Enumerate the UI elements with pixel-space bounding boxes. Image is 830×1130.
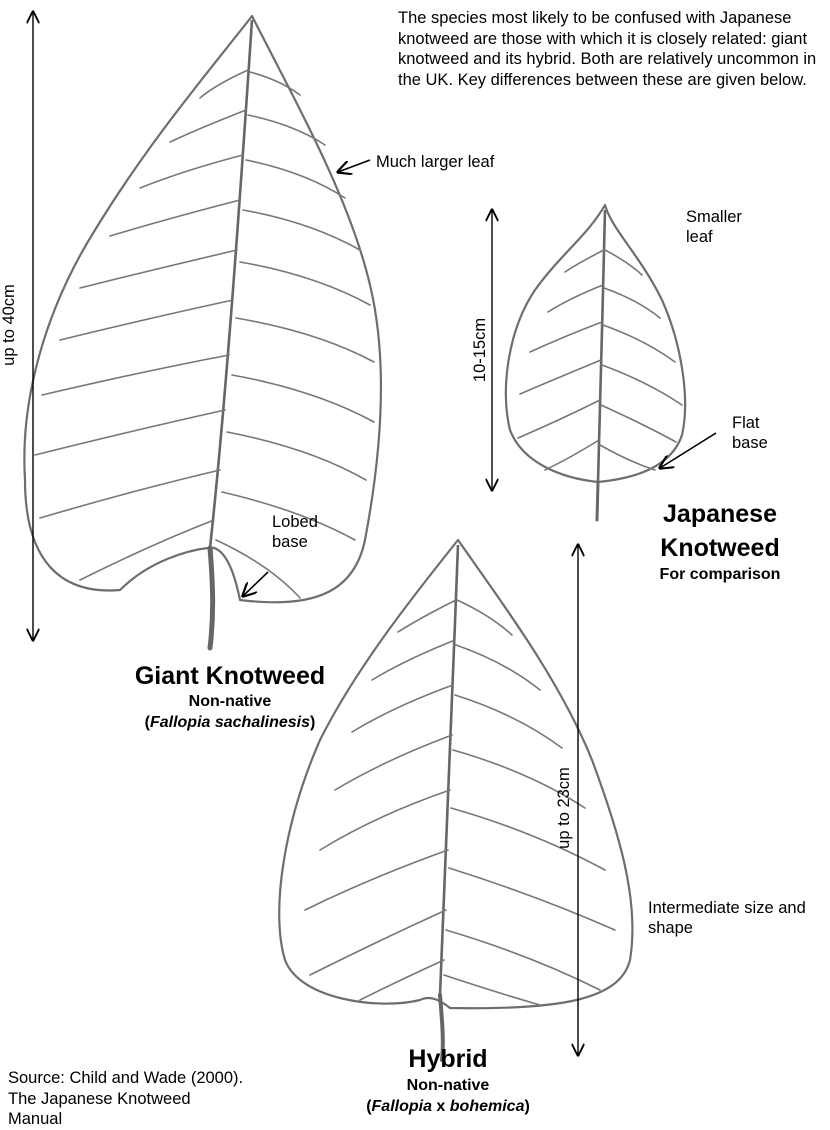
japanese-size-note: Smaller leaf <box>686 207 766 247</box>
giant-size-note: Much larger leaf <box>376 152 496 172</box>
japanese-dimension-label: 10-15cm <box>471 305 491 395</box>
lobed-base-pointer-arrow <box>243 572 268 596</box>
giant-latin-close: ) <box>310 714 315 731</box>
hybrid-latin-x: x <box>432 1098 450 1115</box>
hybrid-latin-close: ) <box>524 1098 529 1115</box>
giant-base-note: Lobed base <box>272 512 344 552</box>
giant-latin-name: (Fallopia sachalinesis) <box>40 713 420 733</box>
intro-paragraph: The species most likely to be confused w… <box>398 8 830 90</box>
giant-status: Non-native <box>40 692 420 712</box>
hybrid-latin-species: bohemica <box>450 1098 525 1115</box>
japanese-title-line2: Knotweed <box>620 534 820 562</box>
hybrid-latin-name: (Fallopia x bohemica) <box>318 1097 578 1117</box>
hybrid-status: Non-native <box>318 1076 578 1096</box>
hybrid-dimension-label: up to 23cm <box>555 753 575 863</box>
hybrid-latin-genus: Fallopia <box>372 1098 432 1115</box>
japanese-title-line1: Japanese <box>620 500 820 528</box>
japanese-comparison-note: For comparison <box>620 565 820 585</box>
hybrid-title: Hybrid <box>318 1045 578 1073</box>
giant-knotweed-leaf <box>24 16 381 648</box>
japanese-knotweed-leaf <box>506 205 685 520</box>
hybrid-leaf <box>279 540 632 1060</box>
larger-leaf-pointer-arrow <box>338 160 370 172</box>
giant-dimension-label: up to 40cm <box>0 270 20 380</box>
hybrid-shape-note: Intermediate size and shape <box>648 898 818 938</box>
giant-title: Giant Knotweed <box>40 662 420 690</box>
source-citation: Source: Child and Wade (2000). The Japan… <box>8 1068 248 1130</box>
japanese-base-note: Flat base <box>732 413 792 453</box>
giant-latin-italic: Fallopia sachalinesis <box>150 714 310 731</box>
